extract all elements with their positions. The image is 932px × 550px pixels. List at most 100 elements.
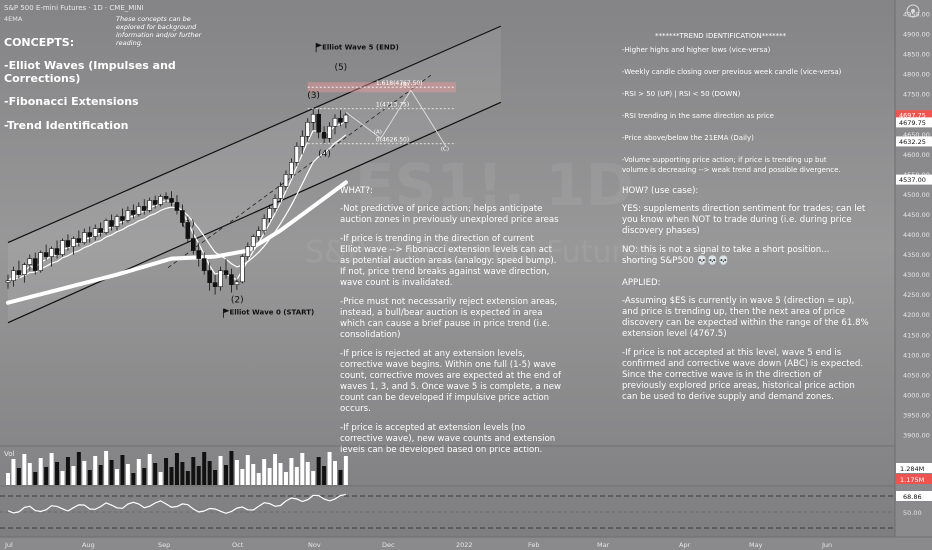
price-tag-label: 4697.75: [899, 112, 926, 120]
candle-bear: [76, 238, 82, 243]
price-tag-label: 4537.00: [899, 176, 926, 184]
time-axis-bg: [0, 537, 932, 550]
applied-line: discovery can be expected within the ran…: [622, 318, 869, 328]
what-line: consolidation): [340, 330, 400, 340]
wave-number-label: (2): [231, 296, 244, 306]
fib-target-zone: [307, 82, 456, 93]
price-tick-label: 4350.00: [903, 251, 930, 259]
price-tag-bg: [896, 117, 932, 128]
volume-bar: [60, 471, 65, 485]
trend-channel[interactable]: [7, 25, 502, 324]
vol-axis-tags: 1.284M 1.175M: [896, 463, 932, 484]
volume-bar: [273, 454, 278, 485]
price-tick-label: 4850.00: [903, 51, 930, 59]
volume-pane[interactable]: Vol: [0, 445, 895, 485]
what-line: -If price is rejected at any extension l…: [340, 349, 525, 359]
what-line: which can cause a brief pause in price t…: [340, 319, 550, 329]
concept-elliot-2: Corrections): [4, 72, 80, 85]
candle-bull: [5, 280, 11, 283]
volume-label: Vol: [4, 450, 15, 458]
candlesticks[interactable]: [5, 108, 349, 295]
price-tick-label: 4400.00: [903, 231, 930, 239]
abc-label: (C): [441, 146, 449, 152]
price-tag-bg: [896, 174, 932, 185]
candle-bear: [180, 210, 185, 223]
how-block: HOW? (use case): YES: supplements direct…: [621, 186, 866, 266]
applied-line: previously explored price areas, histori…: [622, 381, 855, 391]
how-line: YES: supplements direction sentiment for…: [621, 204, 866, 214]
candle-bull: [71, 238, 76, 247]
trend-id-item: -Price above/below the 21EMA (Daily): [622, 134, 754, 142]
note-line-3: information and/or further: [116, 31, 203, 39]
what-line: levels can be developed based on price a…: [340, 445, 542, 455]
price-axis-ticks: 3900.003950.004000.004050.004100.004150.…: [903, 11, 930, 440]
applied-line: can be used to derive supply and demand …: [622, 392, 834, 402]
what-line: corrective wave), new wave counts and ex…: [340, 434, 555, 444]
volume-bar: [44, 467, 49, 485]
price-tick-label: 4500.00: [903, 191, 930, 199]
volume-bar: [33, 472, 38, 485]
symbol-line: S&P 500 E-mini Futures · 1D · CME_MINI: [4, 4, 144, 12]
price-tag-bg: [896, 110, 932, 121]
indicator-line: 4EMA: [4, 15, 23, 23]
volume-bar: [278, 463, 283, 485]
volume-bar: [327, 452, 332, 485]
candle-bull: [343, 114, 349, 123]
time-tick-label: Jun: [821, 541, 832, 549]
volume-bar: [202, 452, 207, 485]
volume-bar: [98, 465, 103, 485]
candle-bull: [289, 162, 294, 175]
candle-bull: [60, 240, 65, 255]
volume-bar: [218, 456, 223, 485]
price-axis[interactable]: 3900.003950.004000.004050.004100.004150.…: [894, 0, 932, 537]
how-line: shorting S&P500 💀💀💀: [622, 255, 729, 266]
volume-bar: [196, 466, 201, 485]
volume-bar: [229, 451, 234, 485]
time-tick-label: Oct: [232, 541, 244, 549]
channel-upper-line: [7, 25, 502, 244]
chart-header: S&P 500 E-mini Futures · 1D · CME_MINI 4…: [4, 4, 203, 47]
what-line: -If price is trending in the direction o…: [340, 234, 534, 244]
price-tick-label: 4150.00: [903, 331, 930, 339]
volume-bar: [76, 452, 81, 485]
settings-button[interactable]: [906, 4, 920, 18]
price-tick-label: 4650.00: [903, 131, 930, 139]
channel-mid-line: [167, 74, 432, 268]
candle-bull: [82, 232, 87, 243]
volume-bar: [153, 463, 158, 485]
elliot-wave-labels: (1)(2)(3)(4)(5)Elliot Wave 0 (START)Elli…: [182, 42, 399, 318]
volume-bar: [245, 455, 250, 485]
candle-bull: [125, 210, 131, 221]
candle-bear: [223, 270, 229, 275]
watermark-desc: S&P 500 E-mini Futures: [305, 235, 657, 270]
candle-bear: [98, 228, 103, 233]
time-tick-label: Aug: [82, 541, 95, 549]
volume-bar: [87, 470, 92, 485]
abc-label: (B): [401, 82, 409, 88]
rsi-line: [7, 493, 347, 514]
applied-title: APPLIED:: [622, 278, 661, 288]
channel-fill: [8, 26, 501, 323]
rsi-pane[interactable]: [0, 485, 895, 529]
candle-bear: [196, 250, 202, 259]
price-tag-label: 4632.25: [899, 138, 926, 146]
volume-bar: [120, 455, 125, 485]
what-line: If not, price trend breaks against wave …: [340, 267, 549, 277]
volume-bar: [256, 473, 261, 485]
what-line: occurs.: [340, 404, 371, 414]
price-axis-bg: [895, 0, 932, 537]
volume-bar: [316, 457, 321, 485]
volume-bar: [65, 457, 70, 485]
price-tick-label: 4200.00: [903, 311, 930, 319]
candle-bull: [250, 236, 256, 247]
abc-label: (A): [374, 130, 382, 136]
price-tick-label: 4900.00: [903, 31, 930, 39]
fibonacci-extension[interactable]: 1.618(4767.50)1(4713.75)0(4626.50)(B)(A)…: [307, 80, 456, 152]
volume-bar: [294, 467, 299, 485]
volume-bar: [224, 465, 228, 485]
price-tick-label: 3900.00: [903, 431, 930, 439]
candle-bull: [234, 281, 240, 285]
